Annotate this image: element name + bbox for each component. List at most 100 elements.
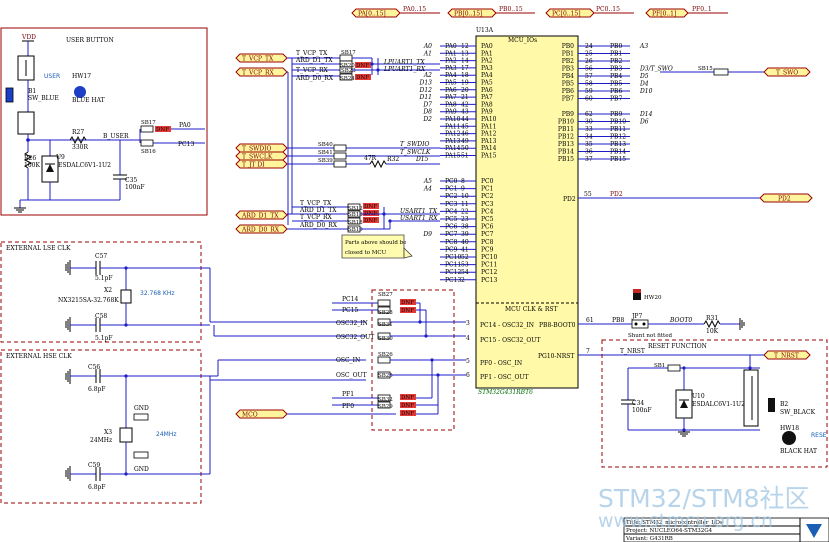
port-ard-d1-tx-label: ARD_D1_TX bbox=[241, 213, 279, 220]
pc-pin-number: 10 bbox=[461, 193, 469, 200]
pc-pin-number: 40 bbox=[461, 239, 469, 246]
pc-pin-number: 22 bbox=[461, 208, 469, 215]
pb-net-label: PB7 bbox=[610, 96, 622, 103]
pb-pin-name: PB4 bbox=[562, 73, 574, 80]
pb-pin-number: 25 bbox=[585, 51, 593, 58]
pc-pin-name: PC8 bbox=[481, 239, 494, 246]
pa-ard-label: D13 bbox=[419, 80, 433, 87]
r26-ref: R26 bbox=[24, 155, 36, 162]
port-pa-bus-label: PA[0..15] bbox=[358, 11, 386, 18]
pa-pin-name: PA2 bbox=[481, 58, 493, 65]
pb-pin-number: 34 bbox=[585, 134, 593, 141]
pc-pin-number: 54 bbox=[461, 269, 469, 276]
hse-section: EXTERNAL HSE CLK C56 6.8pF X3 24MHz 24MH… bbox=[0, 349, 366, 504]
pb-net-label: PB13 bbox=[610, 141, 626, 148]
c58-ref: C58 bbox=[95, 313, 107, 320]
ub-sb23: SB23 bbox=[341, 68, 356, 74]
b1-name: SW_BLUE bbox=[28, 95, 59, 102]
r27-value: 330R bbox=[72, 144, 88, 151]
r32-ref: R32 bbox=[387, 156, 399, 163]
jp7-jumper[interactable] bbox=[631, 319, 649, 329]
x3-ref: X3 bbox=[104, 429, 112, 436]
d15-label: D15 bbox=[415, 156, 429, 163]
pa-net-label: PA3 bbox=[445, 65, 457, 72]
user-button-section: USER BUTTON VDD USER B1 SW_BLUE HW17 BLU… bbox=[0, 27, 208, 216]
pc-pin-name: PC7 bbox=[481, 231, 494, 238]
x3-value: 24MHz bbox=[90, 437, 112, 444]
pb-pin-name: PB1 bbox=[562, 51, 574, 58]
pb-pin-number: 36 bbox=[585, 149, 593, 156]
ub-row2-net: ARD_D1_TX bbox=[295, 57, 333, 64]
port-pc-bus bbox=[545, 8, 595, 18]
sb16-ref: SB16 bbox=[141, 149, 156, 155]
pc-net-label: PC6 bbox=[445, 224, 458, 231]
pa-ard-label: D12 bbox=[419, 87, 433, 94]
cb-osc-out: OSC_OUT bbox=[336, 372, 367, 379]
blue-hat-icon bbox=[74, 86, 86, 98]
cb-sb30: SB30 bbox=[378, 336, 393, 342]
cb-dnf3: DNF bbox=[401, 395, 414, 401]
u10-ref: U10 bbox=[692, 393, 705, 400]
pb-pin-name: PB14 bbox=[558, 149, 574, 156]
pb-pin-name: PB12 bbox=[558, 134, 574, 141]
bus-pc-label: PC0..15 bbox=[596, 6, 620, 13]
mcu-chip: U13A MCU_IOs MCU CLK & RST STM32G431RBT6… bbox=[419, 27, 813, 396]
lse-section: EXTERNAL LSE CLK C57 5.1pF X2 NX3215SA-3… bbox=[0, 241, 366, 343]
lb-dnf3: DNF bbox=[364, 218, 377, 224]
pb-net-label: PB10 bbox=[610, 119, 626, 126]
pa-pin-name: PA1 bbox=[481, 50, 493, 57]
pb-net-label: PB2 bbox=[610, 58, 622, 65]
left-upper-ports: T_VCP_TX T_VCP_RX T_SWDIO T_SWCLK T_JT D… bbox=[235, 53, 396, 419]
reset-title: RESET FUNCTION bbox=[648, 343, 707, 350]
sb15-ref: SB15 bbox=[698, 66, 713, 72]
port-t-vcp-tx-label: T_VCP_TX bbox=[242, 56, 274, 63]
pb-net-label: PB5 bbox=[610, 81, 622, 88]
pb-pin-number: 26 bbox=[585, 58, 593, 65]
black-button-icon[interactable] bbox=[768, 398, 775, 412]
pc-net-label: PC5 bbox=[445, 216, 458, 223]
pb-pin-number: 57 bbox=[585, 73, 593, 80]
pc-pin-number: 9 bbox=[461, 186, 465, 193]
lb-sb19: SB19 bbox=[348, 227, 363, 233]
pa-net-label: PA13 bbox=[445, 138, 461, 145]
pa-ard-label: D7 bbox=[422, 101, 432, 108]
pb-pin-name: PB5 bbox=[562, 81, 574, 88]
pa-net-label: PA8 bbox=[445, 101, 457, 108]
pa-ard-label: D11 bbox=[419, 94, 432, 101]
pb-ard-label: D5 bbox=[639, 73, 649, 80]
pc-pin-name: PC2 bbox=[481, 193, 494, 200]
bus-pf-label: PF0..1 bbox=[692, 6, 712, 13]
pb-ard-label: D6 bbox=[639, 119, 649, 126]
pc-net-label: PC2 bbox=[445, 193, 458, 200]
pc-ard-label: A5 bbox=[423, 178, 432, 185]
blue-button-icon[interactable] bbox=[5, 87, 14, 103]
ub-dnf-1: DNF bbox=[356, 63, 369, 69]
pa-pin-number: 21 bbox=[461, 94, 469, 101]
pc-net-label: PC8 bbox=[445, 239, 458, 246]
hw20-ref: HW20 bbox=[644, 295, 662, 301]
port-t-swclk-label: T_SWCLK bbox=[242, 154, 273, 161]
lb-sb13: SB13 bbox=[348, 212, 363, 218]
black-hat-label: BLACK HAT bbox=[780, 448, 817, 455]
hse-freq: 24MHz bbox=[156, 431, 176, 438]
pd2-net: PD2 bbox=[610, 191, 623, 198]
cb-pc15: PC15 bbox=[342, 307, 358, 314]
port-pf-bus-label: PF[0..1] bbox=[652, 11, 676, 18]
lb-dnf1: DNF bbox=[364, 204, 377, 210]
pb-pin-number: 30 bbox=[585, 119, 593, 126]
clock-bridges: PC14 SB27 DNF PC15 SB28 DNF OSC32_IN SB3… bbox=[332, 289, 466, 431]
user-button-title: USER BUTTON bbox=[66, 37, 114, 44]
pa-ard-label: A2 bbox=[423, 72, 432, 79]
pc-pin-name: PC5 bbox=[481, 216, 494, 223]
note-line2: closed to MCU bbox=[345, 250, 387, 256]
dnf-user-top: DNF bbox=[156, 127, 169, 133]
pc-pin-number: 11 bbox=[461, 201, 469, 208]
upper-uart-bridges: T_VCP_TX SB17 ARD_D1_TX SB20 DNF T_VCP_R… bbox=[292, 50, 440, 82]
c35-ref: C35 bbox=[125, 177, 137, 184]
jp7-ref: JP7 bbox=[631, 313, 642, 320]
watermark-line1: STM32/STM8社区 bbox=[598, 484, 810, 513]
x2-value: NX3215SA-32.768K bbox=[58, 297, 119, 304]
